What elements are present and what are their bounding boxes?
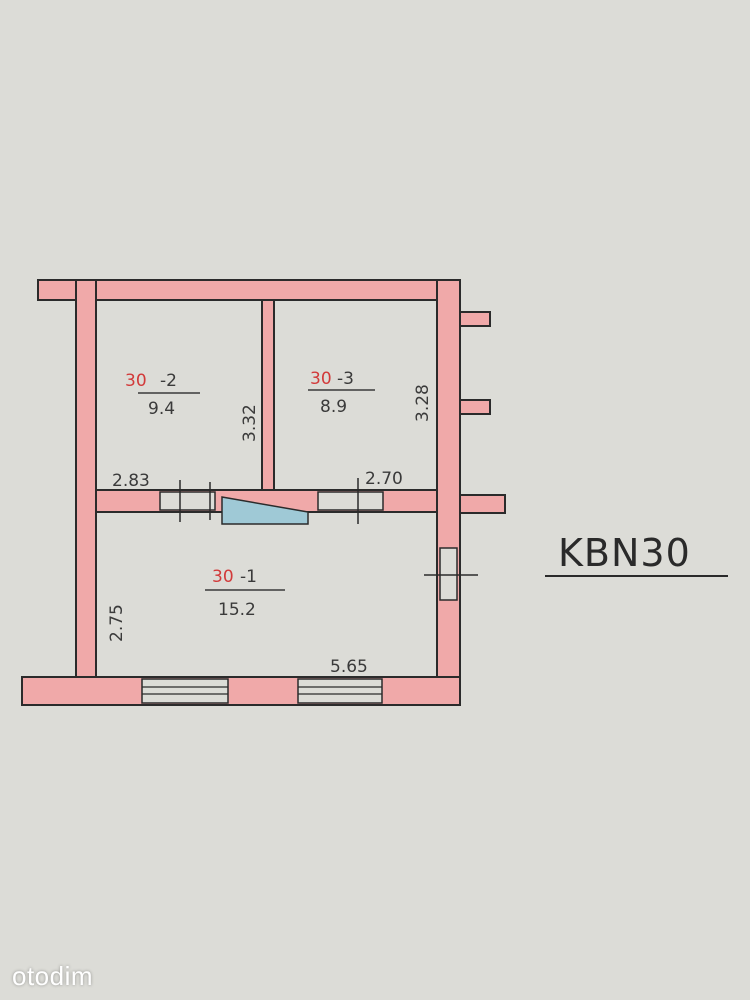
wall-stub-2 (459, 399, 491, 415)
dimension-room1-height: 2.75 (107, 604, 127, 642)
room-suffix: -3 (337, 369, 354, 389)
window-panes (142, 686, 382, 695)
door-opening-right (439, 547, 458, 601)
room-suffix: -1 (240, 567, 257, 587)
wall-left (75, 279, 97, 681)
dimension-room2-height: 3.32 (240, 404, 260, 442)
room-area: 15.2 (218, 600, 256, 620)
dimension-room2-width: 2.83 (112, 471, 150, 491)
room-number: 30 (310, 369, 332, 389)
door-opening-room2 (159, 491, 216, 511)
dimension-room3-width: 2.70 (365, 469, 403, 489)
door-opening-room3 (317, 491, 384, 511)
walls (21, 279, 506, 706)
room-number: 30 (125, 371, 147, 391)
room-area: 8.9 (320, 397, 347, 417)
wall-top (37, 279, 461, 301)
wall-stub-1 (459, 311, 491, 327)
wall-stub-3 (459, 494, 506, 514)
openings (141, 491, 458, 704)
room-30-3-label: 30 -3 8.9 (308, 369, 375, 417)
room-area: 9.4 (148, 399, 175, 419)
watermark: otodim (12, 961, 94, 991)
room-suffix: -2 (160, 371, 177, 391)
room-30-1-label: 30 -1 15.2 (205, 567, 285, 620)
dimension-room3-height: 3.28 (413, 384, 433, 422)
apartment-label: KBN30 (558, 531, 691, 575)
dimension-room1-width: 5.65 (330, 657, 368, 677)
wall-right (436, 279, 461, 706)
door-ticks (179, 478, 478, 576)
door-leaf (221, 496, 309, 525)
room-number: 30 (212, 567, 234, 587)
window-2 (297, 678, 383, 704)
window-1 (141, 678, 229, 704)
wall-bottom (21, 676, 461, 706)
wall-partition-vertical (261, 299, 275, 491)
room-30-2-label: 30 -2 9.4 (125, 371, 200, 419)
